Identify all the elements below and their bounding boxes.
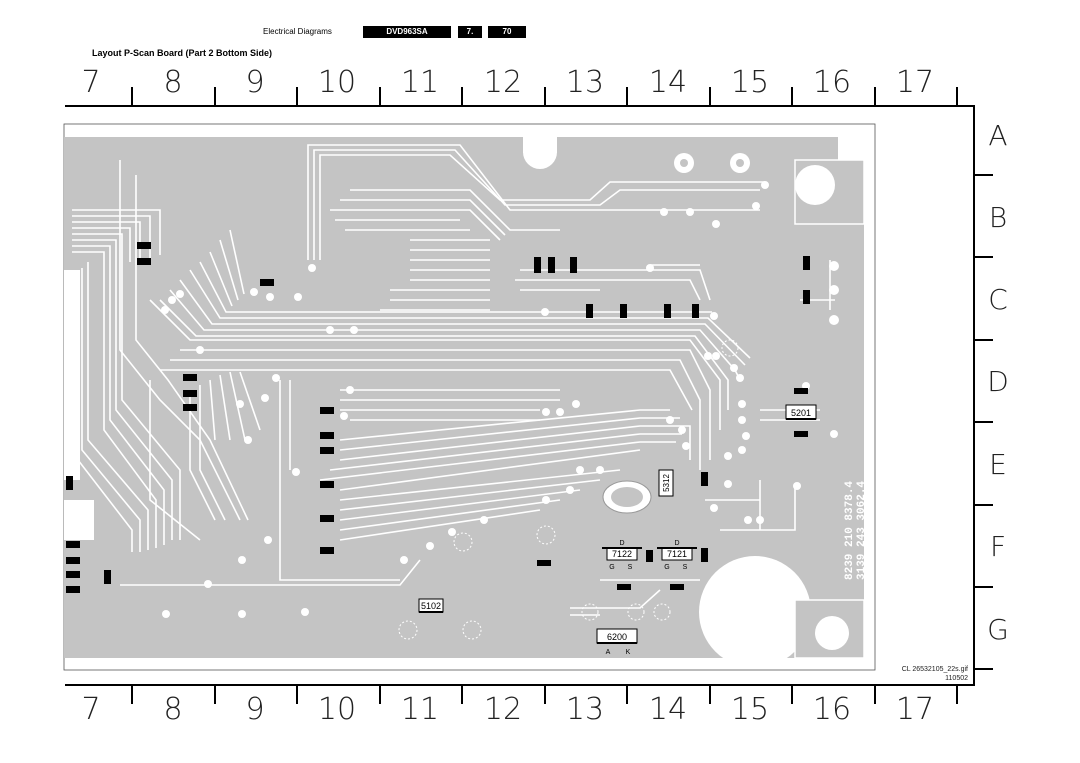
row-label-c: C (988, 283, 1008, 316)
mounting-hole-bottom-right (815, 616, 849, 650)
svg-text:D: D (674, 540, 679, 547)
svg-text:G: G (609, 564, 614, 571)
board-code-2: 3139 243 3062.4 (856, 481, 868, 580)
col-label-top-16: 16 (812, 65, 852, 100)
svg-text:G: G (664, 564, 669, 571)
col-label-top-7: 7 (81, 65, 101, 100)
svg-text:K: K (626, 649, 631, 656)
label-7121: 7121 (667, 549, 687, 559)
col-label-top-9: 9 (245, 65, 265, 100)
page-number-badge: 70 (488, 26, 526, 38)
row-label-e: E (989, 448, 1007, 481)
top-ruler-line (65, 105, 975, 107)
model-badge: DVD963SA (363, 26, 451, 38)
label-5102: 5102 (421, 601, 441, 611)
filename-text: CL 26532105_22s.gif (901, 666, 968, 673)
svg-text:S: S (628, 564, 633, 571)
traces (72, 144, 835, 616)
row-label-g: G (987, 613, 1009, 646)
col-label-bottom-14: 14 (648, 692, 688, 727)
smd-components (66, 242, 810, 593)
file-reference: CL 26532105_22s.gif 110502 (902, 665, 968, 683)
section-label: Electrical Diagrams (263, 27, 332, 36)
col-label-bottom-12: 12 (483, 692, 523, 727)
col-label-top-12: 12 (483, 65, 523, 100)
col-label-top-8: 8 (163, 65, 183, 100)
mounting-hole-top-right (795, 165, 835, 205)
row-label-f: F (989, 530, 1007, 563)
col-label-top-13: 13 (565, 65, 605, 100)
chapter-badge: 7. (458, 26, 482, 38)
col-label-bottom-10: 10 (317, 692, 357, 727)
col-label-top-15: 15 (730, 65, 770, 100)
col-label-bottom-17: 17 (895, 692, 935, 727)
label-5201: 5201 (791, 408, 811, 418)
row-label-a: A (988, 119, 1008, 152)
col-label-top-10: 10 (317, 65, 357, 100)
col-label-top-17: 17 (895, 65, 935, 100)
mounting-hole-bottom (699, 556, 811, 668)
col-label-bottom-15: 15 (730, 692, 770, 727)
col-label-bottom-8: 8 (163, 692, 183, 727)
page-title: Layout P-Scan Board (Part 2 Bottom Side) (92, 48, 273, 58)
right-ruler-line (973, 105, 975, 686)
col-label-bottom-11: 11 (400, 692, 440, 727)
board-code-1: 8239 210 8378.4 (844, 481, 856, 580)
svg-text:A: A (606, 649, 611, 656)
ground-plane (64, 137, 864, 658)
col-label-bottom-7: 7 (81, 692, 101, 727)
pads (161, 181, 839, 618)
date-code-text: 110502 (945, 675, 968, 682)
col-label-bottom-13: 13 (565, 692, 605, 727)
label-5312: 5312 (662, 474, 671, 492)
row-label-d: D (987, 365, 1009, 398)
col-label-top-11: 11 (400, 65, 440, 100)
label-6200: 6200 (607, 632, 627, 642)
col-label-bottom-9: 9 (245, 692, 265, 727)
label-7122: 7122 (612, 549, 632, 559)
col-label-top-14: 14 (648, 65, 688, 100)
bottom-ruler-line (65, 684, 975, 686)
page-header: Electrical Diagrams DVD963SA 7. 70 (0, 26, 1080, 40)
col-label-bottom-16: 16 (812, 692, 852, 727)
svg-text:D: D (619, 540, 624, 547)
svg-text:S: S (683, 564, 688, 571)
row-label-b: B (988, 201, 1008, 234)
